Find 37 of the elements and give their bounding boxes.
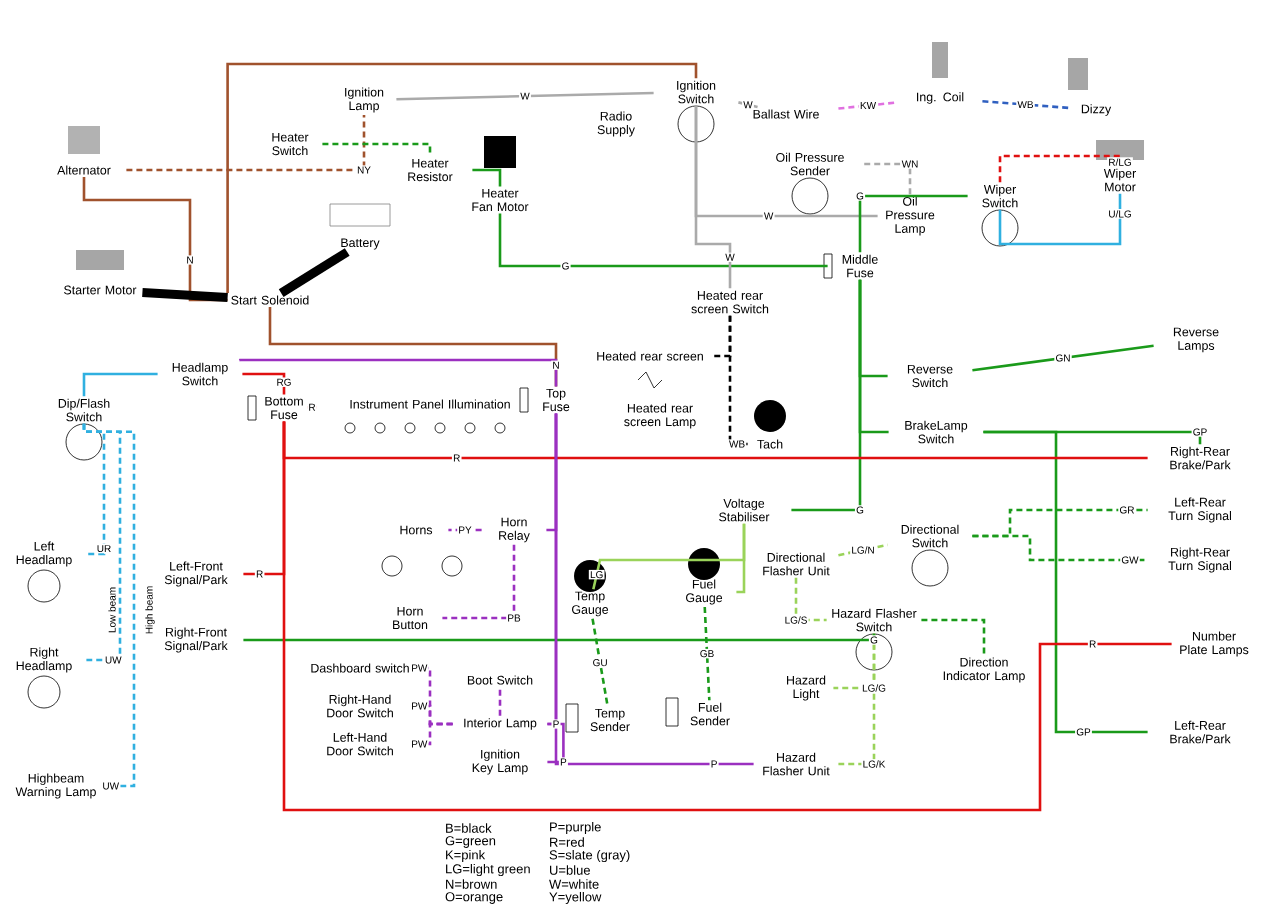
wire [998, 193, 1122, 246]
wire [547, 722, 565, 764]
wire [694, 105, 732, 289]
wire [442, 544, 516, 620]
wire [82, 176, 228, 302]
wire [226, 62, 698, 294]
wire [396, 91, 654, 101]
wire [82, 372, 158, 397]
wire [983, 430, 1148, 734]
wire [858, 194, 968, 253]
wire [498, 686, 502, 716]
wire [142, 288, 228, 302]
wire [972, 344, 1154, 372]
wire [472, 168, 502, 187]
wire [82, 423, 136, 788]
wire [998, 154, 1122, 183]
wire [736, 523, 746, 594]
wire [278, 248, 350, 297]
wire [728, 315, 748, 446]
wire [838, 101, 898, 110]
wire [238, 358, 558, 387]
wire [242, 372, 286, 395]
wire [972, 534, 1148, 562]
wire [791, 279, 862, 512]
wire [921, 618, 986, 656]
wire [282, 421, 1172, 812]
wire [448, 528, 482, 532]
wire [982, 99, 1069, 110]
wire [322, 142, 432, 157]
wire [126, 115, 366, 172]
wire [498, 213, 828, 268]
wire [591, 618, 609, 707]
wire [243, 633, 876, 642]
wire [794, 577, 827, 622]
wire [838, 543, 888, 557]
wire [862, 162, 912, 195]
wire [703, 606, 711, 701]
